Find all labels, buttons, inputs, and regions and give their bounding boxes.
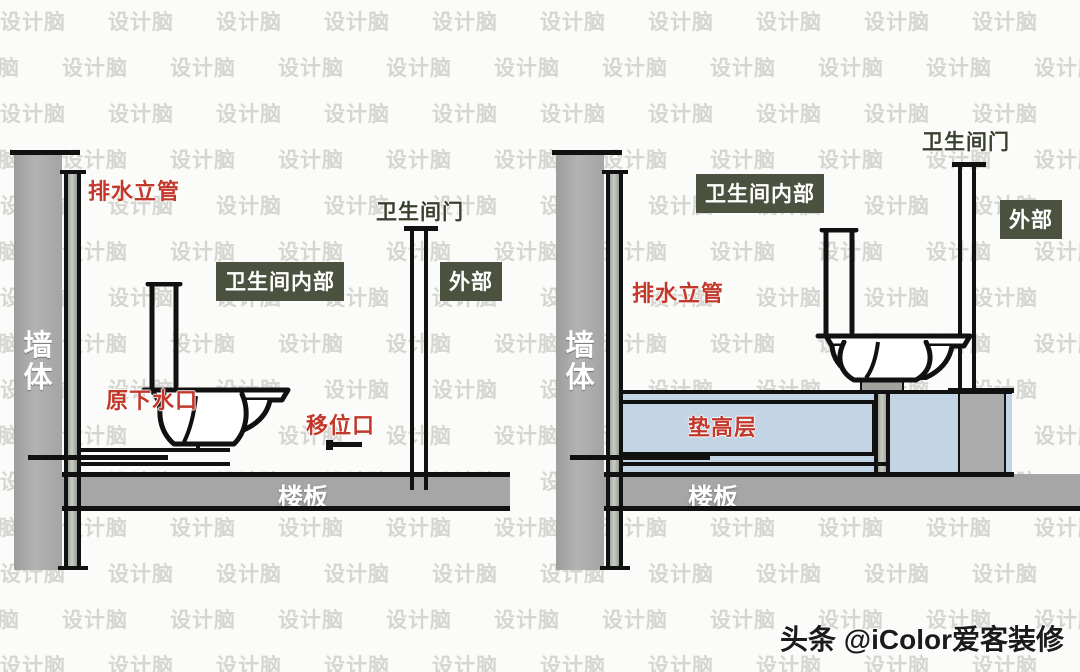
relocation-port-tip-left [326,440,333,450]
relocation-pipe-bottom [620,452,876,456]
relocation-port-label-left: 移位口 [306,413,376,438]
drain-stack-cap-left [60,170,86,174]
raised-layer-label: 垫高层 [688,415,758,440]
door-cap-left [404,226,438,231]
door-threshold-cap [948,388,1014,393]
raised-layer-top-line [620,390,1012,394]
wall-column-left [14,152,62,570]
drain-stack-edge-a-left [64,172,68,570]
toilet-base-right [837,340,933,383]
wall-label-right: 墙体 [565,330,595,394]
diagram-raised-floor: 墙体 [540,0,1080,672]
wall-label-left: 墙体 [23,330,53,394]
wall-bottom-cap-left [28,455,168,460]
drain-stack-cap-right [602,170,628,174]
drain-stack-fill-right [608,172,620,570]
relocation-port-stub-left [326,442,362,447]
outside-label-left: 外部 [440,262,502,301]
drain-stack-edge-b-right [619,172,623,570]
stack-pipe-label-left: 排水立管 [88,179,181,204]
door-jamb-b-left [424,228,428,490]
wall-top-cap-left [10,150,80,155]
bathroom-inside-label-right: 卫生间内部 [696,174,824,213]
floor-slab-left [62,474,510,510]
toilet-drop-pipe [876,392,888,472]
bathroom-door-label-left: 卫生间门 [376,201,464,224]
original-drain-label-left: 原下水口 [106,388,199,413]
toilet-drop-pipe-edge-b [886,392,890,472]
drain-stack-edge-a-right [606,172,610,570]
diagram-original-drain: 墙体 [10,150,510,570]
relocation-pipe-top [620,400,876,404]
floor-slab-top-line-left [62,472,510,477]
door-jamb-b-right [972,164,976,392]
wall-column-right [556,152,604,570]
floor-slab-bottom-line-left [62,506,510,511]
toilet-base-left [157,392,249,447]
bathroom-inside-label-left: 卫生间内部 [216,262,344,301]
relocation-pipe-lower-run [620,462,890,466]
floor-slab-right [604,474,1080,510]
drain-stack-foot-left [58,566,88,570]
toilet-drop-pipe-edge-a [874,392,878,472]
door-jamb-a-right [958,164,962,392]
bathroom-door-label-right: 卫生间门 [922,131,1010,154]
drain-stack-foot-right [600,566,630,570]
door-jamb-a-left [410,228,414,490]
floor-slab-top-line-right [604,472,1014,477]
floor-slab-bottom-line-right [604,506,1080,511]
wall-bottom-cap-right [570,455,710,460]
door-cap-right [952,162,986,167]
raised-floor-layer [620,392,1012,472]
drain-stack-fill-left [66,172,78,570]
wall-top-cap-right [552,150,622,155]
horizontal-drain-bottom-left [78,462,230,466]
outside-label-right: 外部 [1000,200,1062,239]
stack-pipe-label-right: 排水立管 [632,281,725,306]
door-threshold-step [958,392,1006,474]
credit-watermark: 头条 @iColor爱客装修 [780,624,1064,655]
drain-stack-edge-b-left [77,172,81,570]
horizontal-drain-top-left [78,448,230,452]
